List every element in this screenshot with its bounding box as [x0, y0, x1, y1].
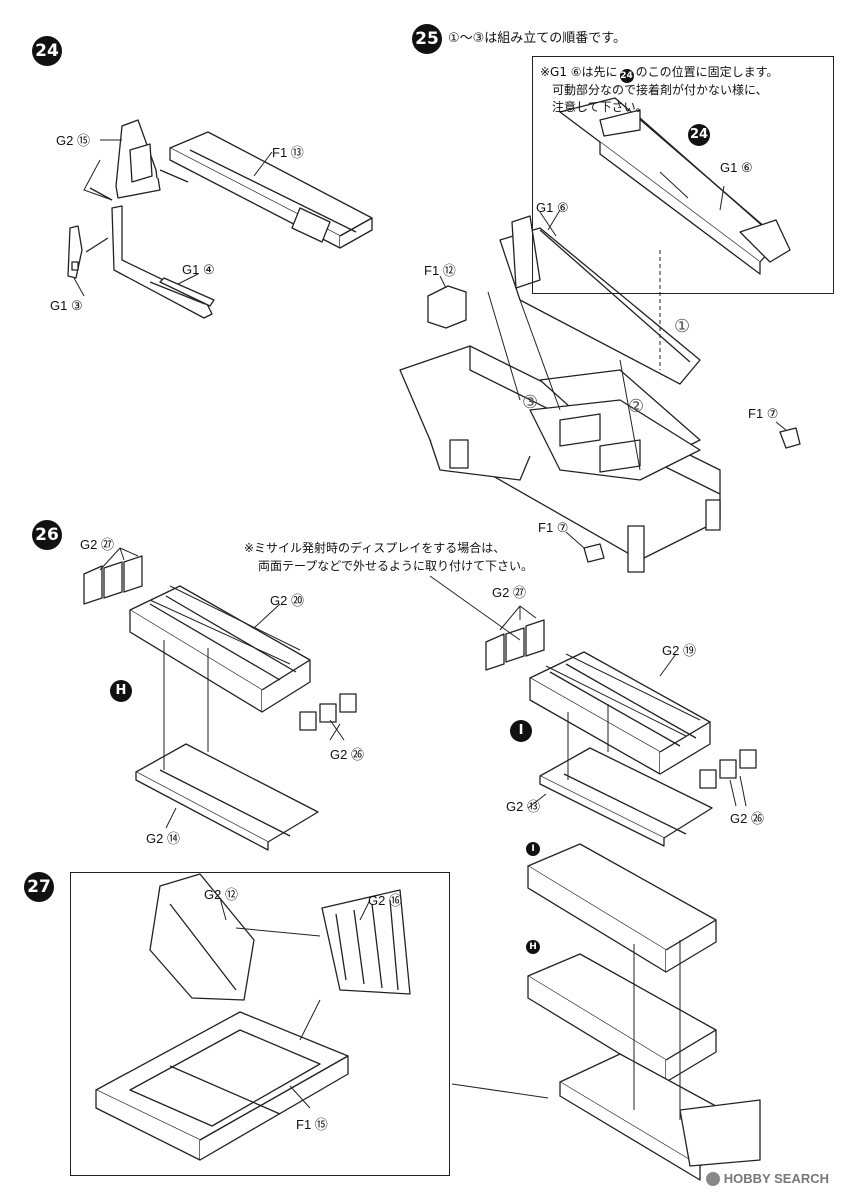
step26-note-line2: 両面テープなどで外せるように取り付けて下さい。: [258, 559, 534, 573]
step26-note-line1: ※ミサイル発射時のディスプレイをする場合は、: [244, 541, 506, 555]
step-number-24: 24: [32, 36, 62, 66]
part-g2-13-right: [539, 747, 713, 839]
label-g2-20: G2 ⑳: [270, 593, 304, 608]
assembly-letter-i: I: [510, 720, 532, 742]
note-text-b: のこの位置に固定します。: [635, 65, 779, 79]
label-g2-16: G2 ⑯: [368, 893, 402, 908]
part-f1-12: [427, 285, 467, 329]
label-f1-12: F1 ⑫: [424, 263, 456, 278]
label-f1-7-upper: F1 ⑦: [748, 406, 779, 421]
label-g2-13: G2 ⑬: [506, 799, 540, 814]
step24-parts: [67, 119, 373, 319]
stack-letter-i: I: [526, 842, 540, 856]
order-1: ①: [674, 316, 691, 336]
label-f1-7-lower: F1 ⑦: [538, 520, 569, 535]
label-g1-3: G1 ③: [50, 298, 83, 313]
step26-right-parts: [485, 619, 757, 847]
step27-parts: [95, 843, 761, 1181]
step25-chassis: [399, 215, 801, 573]
step25-note-line2: 可動部分なので接着剤が付かない様に、: [552, 83, 768, 97]
part-f1-7-upper: [779, 427, 801, 449]
note-text-a: ※G1 ⑥は先に: [540, 65, 618, 79]
label-g2-12: G2 ⑫: [204, 887, 238, 902]
order-2: ②: [628, 396, 645, 416]
label-g2-26-right: G2 ㉖: [730, 811, 764, 826]
watermark: HOBBY SEARCH: [705, 1171, 829, 1186]
part-g2-12: [149, 873, 255, 1001]
step26-left-parts: [83, 555, 357, 851]
part-f1-13: [169, 131, 373, 237]
step-number-26: 26: [32, 520, 62, 550]
step25-inset-part: [559, 97, 791, 275]
inset-step-24-badge: 24: [688, 124, 710, 146]
step-number-25: 25: [412, 24, 442, 54]
part-g1-6: [499, 227, 701, 385]
label-g2-27-left: G2 ㉗: [80, 537, 114, 552]
label-f1-13: F1 ⑬: [272, 145, 304, 160]
inset-label-g1-6: G1 ⑥: [720, 160, 753, 175]
label-f1-15: F1 ⑮: [296, 1117, 328, 1132]
label-g2-14: G2 ⑭: [146, 831, 180, 846]
watermark-icon: [705, 1171, 720, 1186]
step-number-27: 27: [24, 872, 54, 902]
label-g2-19: G2 ⑲: [662, 643, 696, 658]
step25-inset-box: [532, 56, 834, 294]
step25-caption: ①～③は組み立ての順番です。: [448, 31, 627, 46]
label-g2-26-left: G2 ㉖: [330, 747, 364, 762]
part-f1-7-lower: [583, 543, 605, 563]
label-g1-6: G1 ⑥: [536, 200, 569, 215]
step-ref-24-badge: 24: [619, 69, 634, 83]
label-g2-27-right: G2 ㉗: [492, 585, 526, 600]
label-g1-4: G1 ④: [182, 262, 215, 277]
assembly-letter-h: H: [110, 680, 132, 702]
part-g1-4: [111, 205, 213, 319]
label-g2-15: G2 ⑮: [56, 133, 90, 148]
stack-letter-h: H: [526, 940, 540, 954]
step27-box: [70, 872, 450, 1176]
order-3: ③: [522, 392, 539, 412]
step25-note-line3: 注意して下さい。: [552, 100, 648, 114]
watermark-text: HOBBY SEARCH: [723, 1171, 829, 1186]
